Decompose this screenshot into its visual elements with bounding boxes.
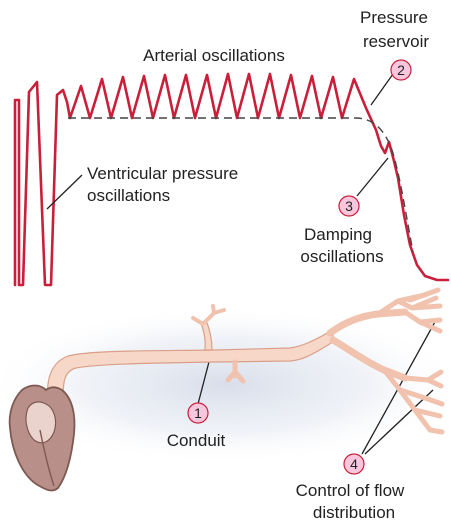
marker-1: 1 (188, 403, 208, 423)
label-ventricular-1: Ventricular pressure (87, 164, 238, 183)
label-damping-2: oscillations (300, 247, 383, 266)
label-damping-1: Damping (304, 225, 372, 244)
heart-illustration (10, 386, 75, 491)
marker-3-number: 3 (345, 198, 353, 214)
label-pressure-reservoir-1: Pressure (360, 8, 428, 27)
marker-3: 3 (339, 196, 359, 216)
leader-reservoir (371, 74, 393, 105)
leader-damping (357, 158, 388, 196)
marker-2-number: 2 (397, 62, 405, 78)
label-ventricular-2: oscillations (87, 186, 170, 205)
label-arterial-oscillations: Arterial oscillations (143, 46, 285, 65)
label-control-1: Control of flow (296, 481, 405, 500)
vessel-branch-right-upper-2 (378, 290, 440, 331)
label-pressure-reservoir-2: reservoir (363, 32, 429, 51)
marker-4-number: 4 (350, 456, 358, 472)
label-conduit: Conduit (167, 431, 226, 450)
marker-1-number: 1 (194, 405, 202, 421)
marker-4: 4 (344, 454, 364, 474)
marker-2: 2 (391, 60, 411, 80)
label-control-2: distribution (313, 503, 395, 522)
leader-ventricular (47, 175, 82, 209)
